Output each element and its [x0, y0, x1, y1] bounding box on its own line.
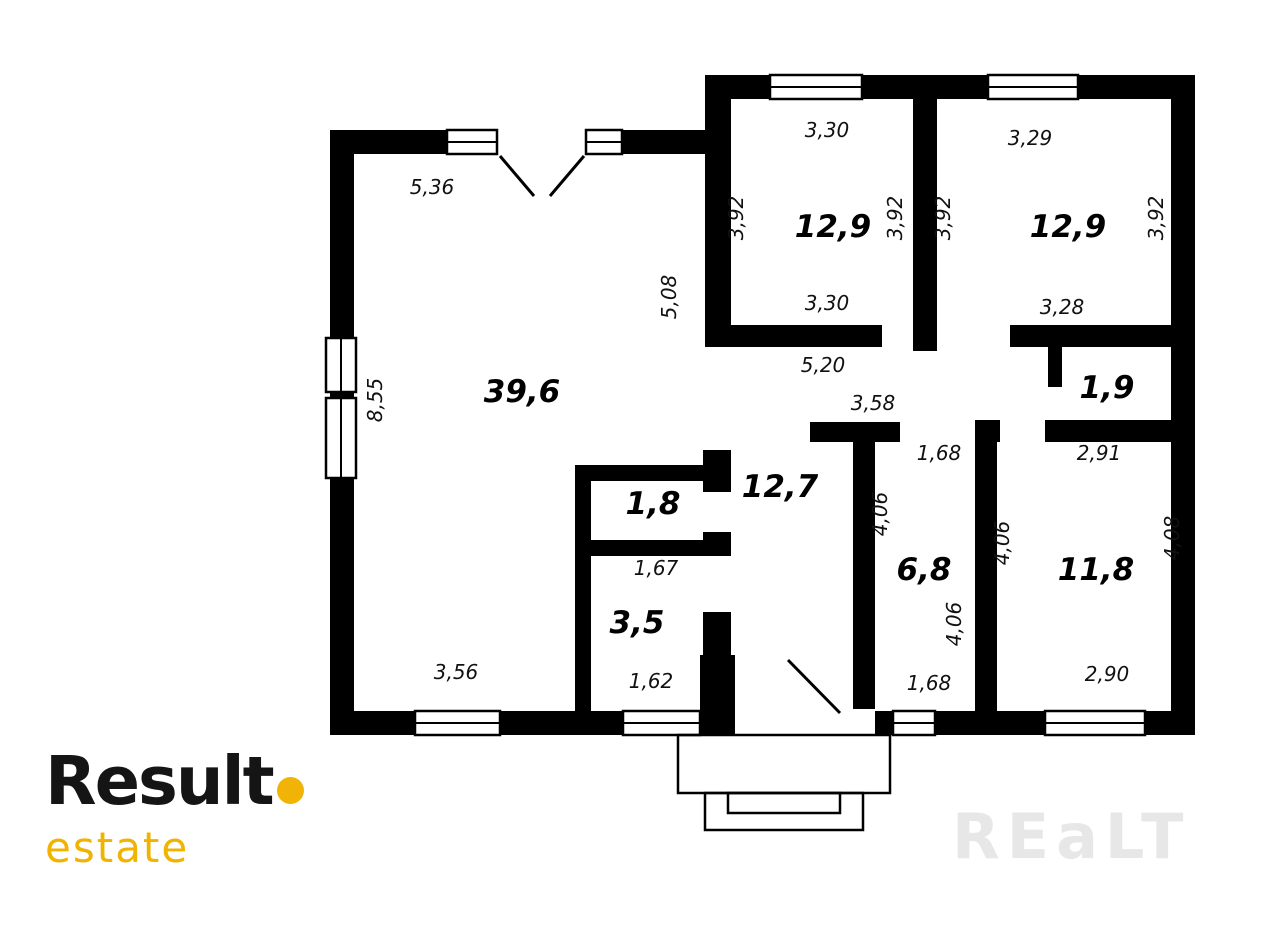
doors — [498, 155, 842, 715]
room-label-bed1: 12,9 — [795, 209, 872, 245]
dim-room118-right: 4,08 — [1160, 516, 1184, 561]
dim-living-bottom: 3,56 — [434, 660, 479, 684]
dim-room118-top: 2,91 — [1077, 441, 1122, 465]
wc-top-wall — [575, 465, 705, 481]
bed2-bottom-wall — [1010, 325, 1171, 347]
logo-dot — [276, 777, 304, 804]
walls — [330, 75, 1195, 735]
closet-left-wall-stub — [1048, 347, 1062, 387]
bedrooms-divider-wall — [913, 99, 937, 351]
dim-hall-niche: 3,58 — [851, 391, 896, 415]
bath-room118-divider-wall — [975, 420, 997, 711]
dim-bath-top: 1,68 — [917, 441, 962, 465]
window-living-left-2 — [324, 396, 358, 480]
dimension-labels: 5,36 8,55 3,56 5,08 3,30 3,30 3,92 3,92 … — [363, 118, 1184, 695]
dim-bed2-bottom: 3,28 — [1040, 295, 1085, 319]
logo: Result estate — [45, 748, 304, 869]
dim-bath-bottom: 1,68 — [907, 671, 952, 695]
logo-brand-text: Result — [45, 742, 275, 820]
entrance-porch — [676, 733, 892, 832]
dim-bed2-left: 3,92 — [931, 196, 955, 241]
window-pantry-bottom — [621, 709, 702, 737]
room118-top-wall — [1045, 420, 1171, 442]
windows — [324, 73, 1147, 737]
room-labels: 39,6 12,9 12,9 12,7 6,8 11,8 1,8 3,5 1,9 — [484, 209, 1135, 641]
right-wall — [1171, 75, 1195, 735]
room-label-wc: 1,8 — [626, 486, 681, 522]
entrance-door-leaf — [786, 658, 842, 715]
room-label-bath: 6,8 — [897, 552, 952, 588]
dim-corridor-width: 5,20 — [801, 353, 846, 377]
dim-living-right: 5,08 — [657, 275, 681, 320]
porch-outer-step — [676, 733, 892, 795]
window-living-top-2 — [584, 128, 624, 156]
dim-bed1-left: 3,92 — [724, 196, 748, 241]
bath-top-wall — [875, 422, 900, 442]
dim-bed1-right: 3,92 — [883, 196, 907, 241]
wc-left-wall — [575, 465, 591, 711]
window-bed1 — [768, 73, 864, 101]
living-door-leaf-left — [498, 155, 536, 197]
wc-pantry-divider-wall — [575, 540, 731, 556]
dim-bed1-top: 3,30 — [805, 118, 850, 142]
hall-niche-wall — [810, 422, 875, 442]
watermark: REaLT — [952, 800, 1191, 873]
hall-bath-divider-wall — [853, 422, 875, 711]
pantry-right-block — [703, 532, 731, 556]
window-living-bottom — [413, 709, 502, 737]
living-door-opening — [497, 128, 586, 156]
dim-bed1-bottom: 3,30 — [805, 291, 850, 315]
entrance-opening — [735, 709, 875, 737]
dim-bath-right: 4,06 — [942, 602, 966, 647]
window-living-left-1 — [324, 336, 358, 394]
window-living-top — [445, 128, 499, 156]
room-label-pantry: 3,5 — [610, 605, 665, 641]
bed1-bottom-wall — [705, 325, 882, 347]
dim-living-left: 8,55 — [363, 378, 387, 423]
dim-wc-width: 1,67 — [634, 556, 679, 580]
logo-sub-text: estate — [45, 823, 190, 872]
room-label-hall: 12,7 — [742, 469, 819, 505]
dim-bed2-right: 3,92 — [1144, 196, 1168, 241]
dim-bath-left: 4,06 — [868, 492, 892, 537]
window-bed2 — [986, 73, 1080, 101]
room-label-room118: 11,8 — [1058, 552, 1135, 588]
dim-room118-bottom: 2,90 — [1085, 662, 1130, 686]
room-label-closet: 1,9 — [1080, 370, 1135, 406]
living-door-leaf-right — [548, 155, 586, 197]
dim-bed2-top: 3,29 — [1008, 126, 1053, 150]
openings — [497, 128, 875, 737]
window-bath-bottom — [891, 709, 937, 737]
room-label-bed2: 12,9 — [1030, 209, 1107, 245]
porch-inner-step — [726, 791, 842, 815]
room-label-living: 39,6 — [484, 374, 561, 410]
entrance-left-block — [700, 655, 735, 711]
living-right-wall — [705, 99, 731, 347]
dim-room118-left: 4,06 — [990, 521, 1014, 566]
wc-right-block — [703, 450, 731, 492]
window-room118-bottom — [1043, 709, 1147, 737]
dim-pantry-width: 1,62 — [629, 669, 674, 693]
dim-living-top: 5,36 — [410, 175, 455, 199]
